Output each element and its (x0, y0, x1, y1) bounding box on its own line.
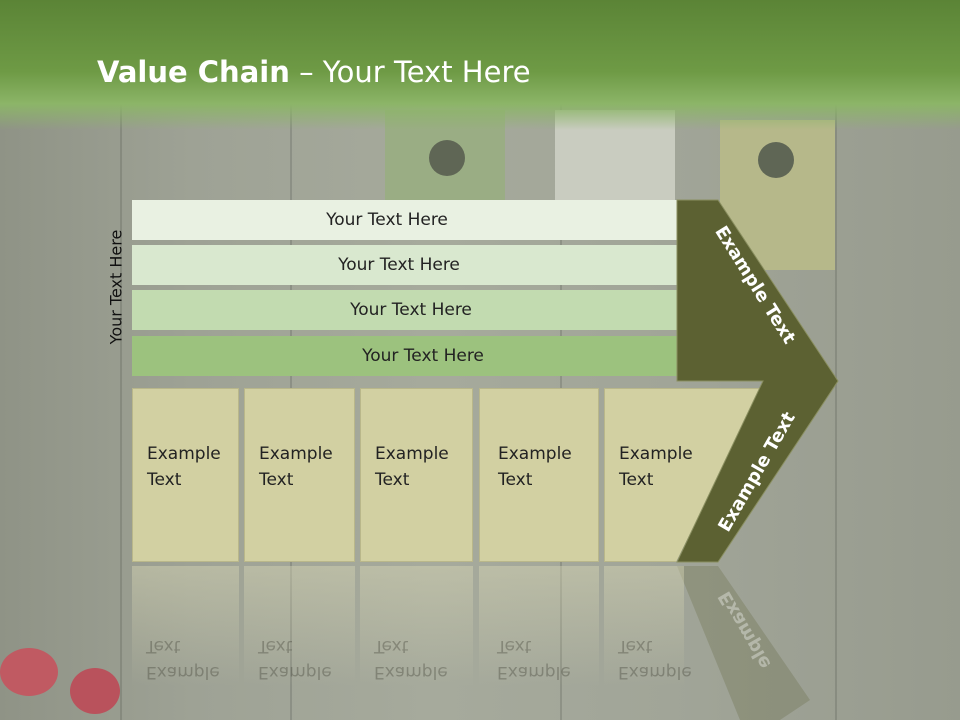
box-reflection (479, 566, 599, 686)
reflection-text: Example Text (374, 633, 448, 685)
birdhouse-hole (429, 140, 465, 176)
birdhouse-hole (758, 142, 794, 178)
reflection-text: Example Text (618, 633, 692, 685)
reflection-text: Example Text (497, 633, 571, 685)
refl-line-2: Text (258, 636, 293, 656)
box-line-2: Text (259, 470, 294, 490)
refl-line-1: Example (497, 662, 571, 682)
refl-line-2: Text (146, 636, 181, 656)
refl-line-2: Text (497, 636, 532, 656)
box-reflection (604, 566, 684, 686)
fence-plank (835, 0, 960, 720)
slide-title: Value Chain – Your Text Here (97, 55, 531, 89)
fence-plank (120, 0, 292, 720)
value-band-3: Your Text Here (132, 290, 740, 330)
flower-decoration (70, 668, 120, 714)
title-rest: – Your Text Here (289, 55, 531, 89)
box-reflection (244, 566, 355, 686)
band-label: Your Text Here (350, 300, 472, 320)
flower-decoration (0, 648, 58, 696)
band-label: Your Text Here (326, 210, 448, 230)
box-line-1: Example (619, 444, 693, 464)
value-band-2: Your Text Here (132, 245, 716, 285)
refl-line-1: Example (258, 662, 332, 682)
box-line-2: Text (619, 470, 654, 490)
value-band-4: Your Text Here (132, 336, 764, 376)
box-line-2: Text (147, 470, 182, 490)
refl-line-2: Text (618, 636, 653, 656)
box-line-1: Example (147, 444, 221, 464)
box-reflection (360, 566, 473, 686)
box-line-1: Example (259, 444, 333, 464)
box-line-2: Text (498, 470, 533, 490)
value-band-1: Your Text Here (132, 200, 692, 240)
band-label: Your Text Here (338, 255, 460, 275)
reflection-text: Example Text (146, 633, 220, 685)
box-line-1: Example (498, 444, 572, 464)
refl-line-1: Example (146, 662, 220, 682)
refl-line-1: Example (374, 662, 448, 682)
refl-line-1: Example (618, 662, 692, 682)
reflection-text: Example Text (258, 633, 332, 685)
title-bold: Value Chain (97, 55, 290, 89)
refl-line-2: Text (374, 636, 409, 656)
box-reflection (132, 566, 239, 686)
box-line-2: Text (375, 470, 410, 490)
band-label: Your Text Here (362, 346, 484, 366)
box-line-1: Example (375, 444, 449, 464)
header-banner (0, 0, 960, 130)
